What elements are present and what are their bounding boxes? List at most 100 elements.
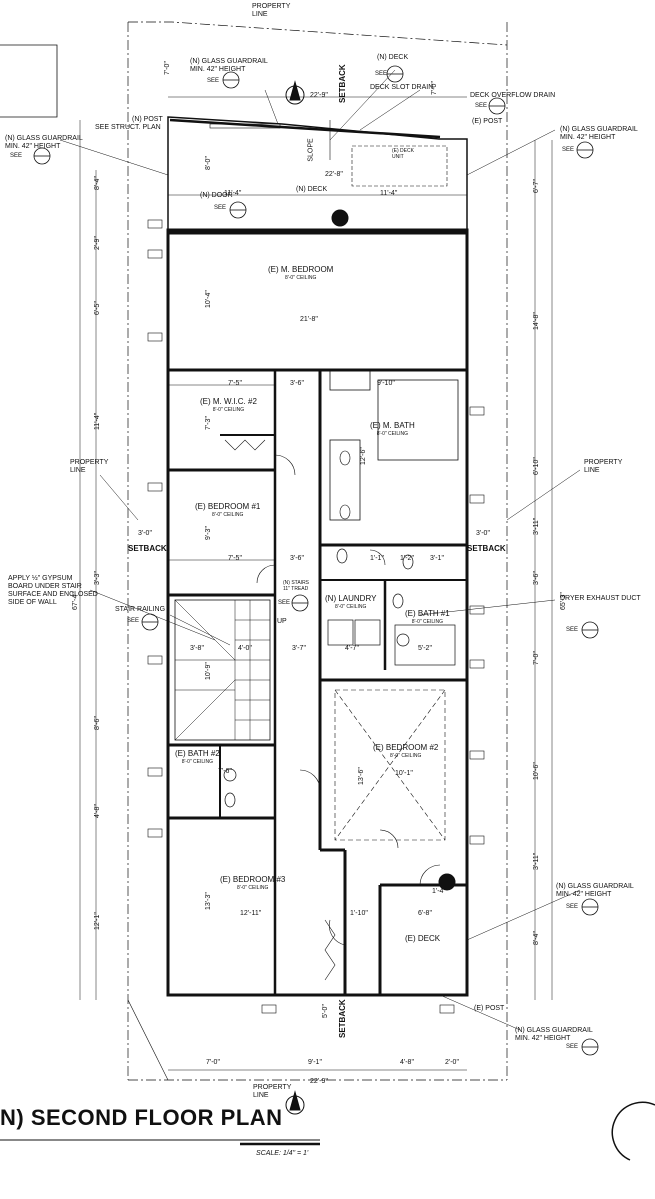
dim-1-2: 1'-2": [400, 555, 414, 562]
room-ceiling: 8'-0" CEILING: [284, 275, 317, 281]
room-bedroom-2: (E) BEDROOM #2 8'-0" CEILING: [373, 744, 438, 760]
dim-stair-b: 3'-7": [292, 645, 306, 652]
dim-setback-right: 3'-0": [476, 530, 490, 537]
see-label: SEE: [214, 205, 227, 211]
dim-setback-left: 3'-0": [138, 530, 152, 537]
see-struct-note: SEE STRUCT. PLAN: [95, 124, 161, 131]
guardrail-note-bottom: (N) GLASS GUARDRAIL MIN. 42" HEIGHT: [515, 1027, 593, 1042]
room-bath-2: (E) BATH #2 8'-0" CEILING: [175, 750, 220, 766]
see-label: SEE: [566, 1044, 579, 1050]
dim-deck-a: 1'-4": [432, 888, 446, 895]
bedroom-2-dim: 10'-1": [395, 770, 413, 777]
n-door-note: (N) DOOR: [200, 192, 233, 199]
see-label: SEE: [475, 103, 488, 109]
dim-left-9: 5'-0": [322, 1004, 329, 1018]
deck-unit: [351, 145, 448, 187]
see-label: SEE: [566, 904, 579, 910]
room-name: (E) M. BATH: [370, 421, 415, 430]
see-label: SEE: [562, 147, 575, 153]
dim-right-4: 3'-11": [533, 517, 540, 535]
dim-left-5: 3'-3": [94, 571, 101, 585]
room-ceiling: 8'-0" CEILING: [389, 753, 422, 759]
dim-left-3: 6'-5": [94, 301, 101, 315]
dim-stair-h: 10'-9": [205, 662, 212, 680]
room-ceiling: 8'-0" CEILING: [211, 512, 244, 518]
dim-bot-c: 4'-8": [400, 1059, 414, 1066]
room-name: (N) LAUNDRY: [325, 594, 377, 603]
guardrail-note-bottom-right: (N) GLASS GUARDRAIL MIN. 42" HEIGHT: [556, 883, 634, 898]
see-label: SEE: [10, 153, 23, 159]
dim-mbath-h: 12'-6": [360, 447, 367, 465]
dim-left-2: 2'-9": [94, 236, 101, 250]
n-deck-dim: 22'-8": [325, 171, 343, 178]
room-m-wic: (E) M. W.I.C. #2 8'-0" CEILING: [200, 398, 257, 414]
dim-mbr-h: 10'-4": [205, 290, 212, 308]
dim-hall-2: 3'-6": [290, 555, 304, 562]
n-deck-note: (N) DECK: [377, 54, 409, 61]
dim-right-8: 3'-11": [533, 852, 540, 870]
dim-bath2-w: 7'-6": [218, 768, 232, 775]
new-deck-outline: [167, 116, 468, 231]
dim-bot-d: 2'-0": [445, 1059, 459, 1066]
dim-br3-h: 13'-3": [205, 892, 212, 910]
toilet: [336, 548, 348, 564]
deck-guardrail: [169, 118, 441, 139]
room-bedroom-3: (E) BEDROOM #3 8'-0" CEILING: [220, 876, 285, 892]
guardrail-note-left: (N) GLASS GUARDRAIL MIN. 42" HEIGHT: [5, 135, 83, 150]
dim-left-7: 4'-8": [94, 804, 101, 818]
room-ceiling: 8'-0" CEILING: [236, 885, 269, 891]
property-line-note-left: PROPERTY LINE: [70, 459, 109, 474]
setback-left: SETBACK: [128, 544, 167, 553]
room-name: (E) BEDROOM #1: [195, 502, 261, 511]
dim-setback-top-2: 7'-0": [431, 81, 438, 95]
dim-left-4: 11'-4": [94, 412, 101, 430]
dim-deck-left: 11'-4": [224, 190, 242, 197]
dim-wic-w: 7'-5": [228, 380, 242, 387]
setback-top: SETBACK: [338, 64, 347, 103]
setback-bottom: SETBACK: [338, 999, 347, 1038]
dim-laundry-b: 5'-2": [418, 645, 432, 652]
dim-deck-h: 8'-0": [205, 156, 212, 170]
dim-right-total: 65'-3": [560, 592, 567, 610]
dim-top-total: 22'-9": [310, 92, 328, 99]
dim-wic-h: 7'-3": [205, 416, 212, 430]
room-m-bedroom: (E) M. BEDROOM 8'-0" CEILING: [268, 266, 333, 282]
see-label: SEE: [207, 78, 220, 84]
dim-bottom-total: 22'-9": [310, 1078, 328, 1085]
up-note: UP: [277, 618, 287, 625]
dim-hall-1: 3'-6": [290, 380, 304, 387]
room-name: (E) DECK: [405, 934, 441, 943]
see-label: SEE: [566, 627, 579, 633]
setback-right: SETBACK: [467, 544, 506, 553]
m-bedroom-dim: 21'-8": [300, 316, 318, 323]
slope-note: SLOPE: [307, 138, 315, 162]
property-line-top: [128, 21, 508, 46]
dim-right-5: 3'-6": [533, 571, 540, 585]
deck-slot-drain-note: DECK SLOT DRAIN: [370, 84, 434, 91]
deck-overflow-note: DECK OVERFLOW DRAIN: [470, 92, 556, 99]
deck-unit-note: (E) DECK UNIT: [392, 148, 414, 160]
property-line-note-top: PROPERTY LINE: [252, 3, 291, 18]
dim-right-7: 10'-6": [533, 762, 540, 780]
drawing-title: N) SECOND FLOOR PLAN: [0, 1105, 283, 1130]
property-line-note-bottom: PROPERTY LINE: [253, 1084, 292, 1099]
dim-left-6: 8'-6": [94, 716, 101, 730]
see-label: SEE: [278, 600, 291, 606]
drawing-scale: SCALE: 1/4" = 1': [256, 1150, 309, 1157]
stair-railing-note: STAIR RAILING: [115, 606, 166, 613]
room-ceiling: 8'-0" CEILING: [335, 604, 367, 610]
dim-stair-a: 4'-0": [238, 645, 252, 652]
room-ceiling: 8'-0" CEILING: [376, 431, 409, 437]
room-name: (E) BEDROOM #3: [220, 875, 286, 884]
bedroom-3-dim: 12'-11": [240, 910, 262, 917]
dim-b1-h: 9'-3": [205, 526, 212, 540]
room-bath-1: (E) BATH #1 8'-0" CEILING: [405, 610, 450, 626]
dim-right-6: 7'-0": [533, 651, 540, 665]
room-bedroom-1: (E) BEDROOM #1 8'-0" CEILING: [195, 503, 260, 519]
room-name: (E) BATH #2: [175, 749, 220, 758]
dim-left-8: 12'-1": [94, 912, 101, 930]
dim-stair-c: 3'-8": [190, 645, 204, 652]
dim-left-total: 67'-4": [72, 592, 79, 610]
dim-hall-3: 1'-10": [350, 910, 368, 917]
